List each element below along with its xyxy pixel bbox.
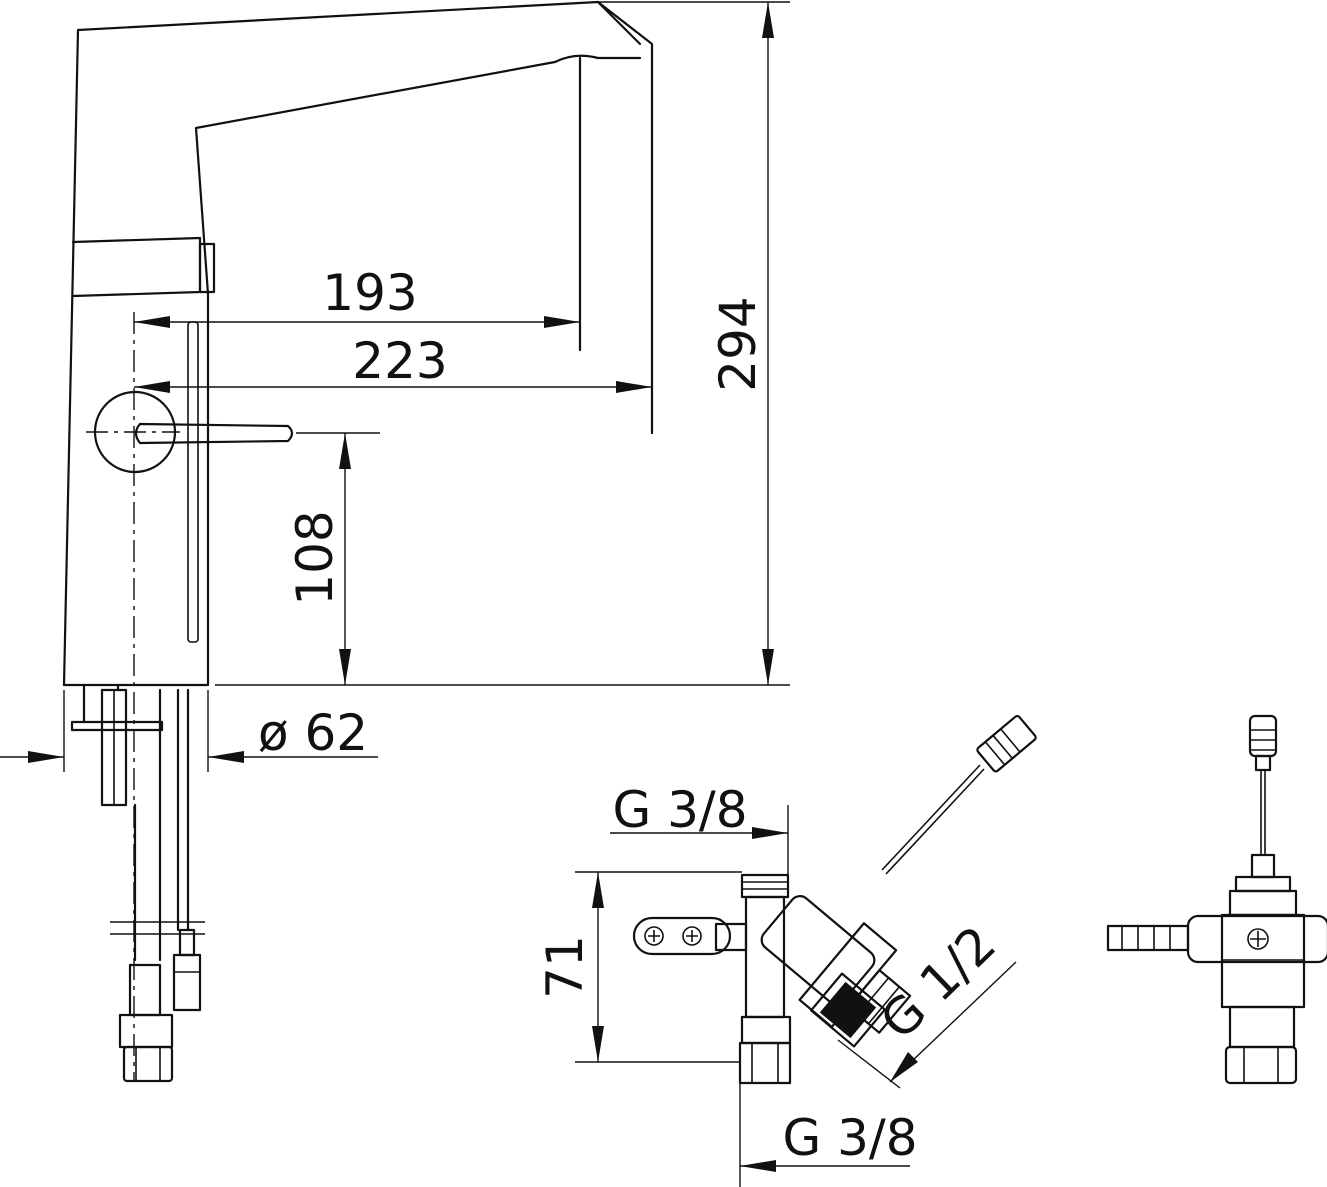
dimension-label-62: ø 62	[258, 704, 368, 762]
dimension-diameter-62: ø 62	[0, 690, 378, 772]
dimension-height-71: 71	[536, 871, 742, 1063]
faucet-body	[62, 0, 654, 1080]
dimension-height-294: 294	[215, 1, 790, 686]
dimension-label-294: 294	[709, 296, 767, 391]
dimension-label-thread-outlet: G 1/2	[869, 915, 1006, 1051]
valve-side-view	[1106, 714, 1327, 1085]
dimension-height-108: 108	[286, 432, 380, 685]
faucet-mount-and-supply	[70, 683, 205, 1083]
dimension-thread-top: G 3/8	[610, 781, 789, 875]
dimension-thread-bottom: G 3/8	[739, 1083, 918, 1187]
dimension-label-thread-bottom: G 3/8	[782, 1109, 917, 1167]
dimension-label-223: 223	[352, 332, 447, 390]
dimension-reach-193: 193	[134, 264, 580, 328]
dimension-reach-223: 223	[134, 332, 652, 393]
dimension-label-108: 108	[286, 510, 344, 605]
dimension-label-71: 71	[536, 935, 594, 999]
dimension-label-193: 193	[322, 264, 417, 322]
valve-front-view	[632, 714, 1037, 1085]
dimension-label-thread-top: G 3/8	[612, 781, 747, 839]
